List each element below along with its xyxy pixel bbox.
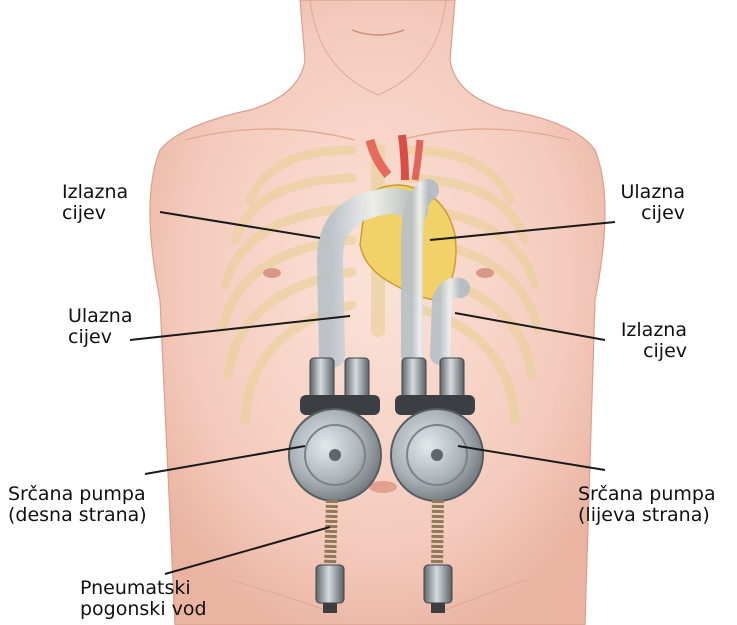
label-pump-right-side: Srčana pumpa (desna strana) xyxy=(8,484,147,526)
pump-right-side xyxy=(289,409,381,501)
label-pump-left-side: Srčana pumpa (lijeva strana) xyxy=(578,484,716,526)
label-outlet-right: Izlazna cijev xyxy=(621,320,687,362)
label-inlet-left: Ulazna cijev xyxy=(68,306,133,348)
label-driveline: Pneumatski pogonski vod xyxy=(80,578,207,620)
pump-left-side xyxy=(391,409,483,501)
label-inlet-right: Ulazna cijev xyxy=(621,182,686,224)
label-outlet-left: Izlazna cijev xyxy=(62,182,128,224)
